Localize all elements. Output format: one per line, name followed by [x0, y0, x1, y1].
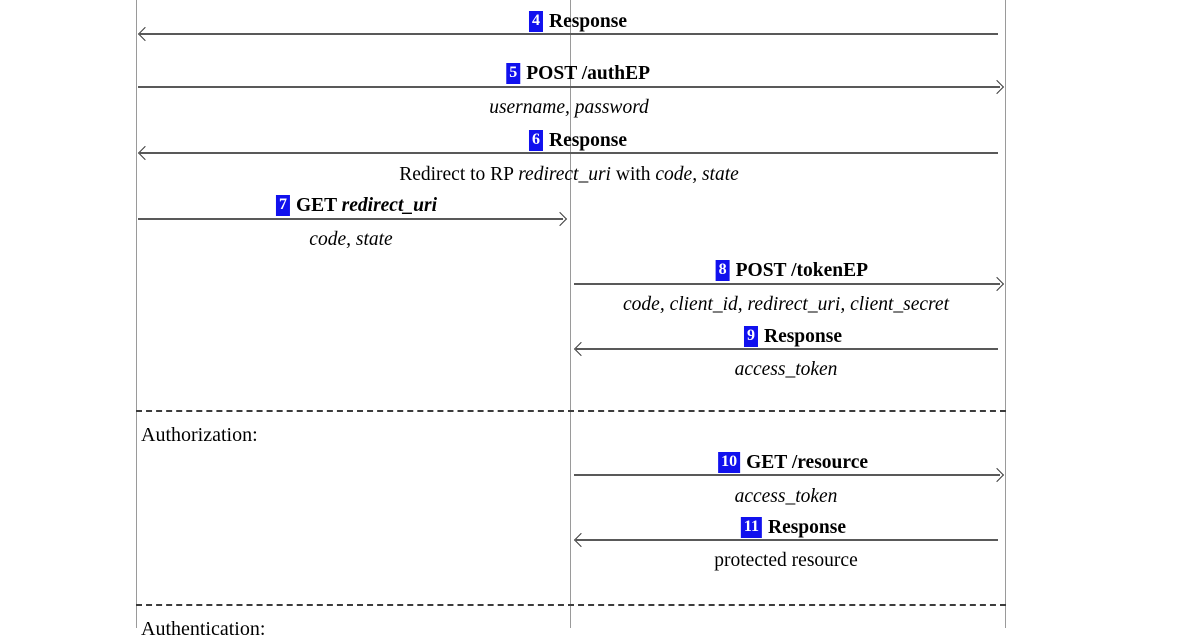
step-badge-7: 7 [275, 195, 290, 216]
step-badge-5: 5 [506, 63, 521, 84]
message-payload-10: access_token [734, 486, 838, 507]
message-payload-8: code, client_id, redirect_uri, client_se… [623, 294, 949, 315]
message-line-6 [140, 152, 998, 154]
step-badge-9: 9 [743, 326, 758, 347]
step-badge-11: 11 [740, 517, 762, 538]
message-payload-7: code, state [309, 229, 393, 250]
step-badge-4: 4 [528, 11, 543, 32]
section-title-1: Authentication: [141, 618, 266, 640]
right-lifeline [1005, 0, 1006, 628]
message-payload-6: Redirect to RP redirect_uri with code, s… [399, 165, 739, 185]
message-line-9 [576, 348, 998, 350]
text-run: Redirect to RP [399, 164, 519, 185]
arrowhead-7 [552, 211, 568, 226]
message-payload-9: access_token [734, 359, 838, 380]
text-run: redirect_uri [341, 195, 437, 216]
message-label-text-7: GET redirect_uri [296, 195, 437, 216]
message-label-text-8: POST /tokenEP [735, 260, 868, 281]
message-line-7 [138, 218, 563, 220]
text-run: redirect_uri [518, 164, 611, 185]
message-line-10 [574, 474, 1000, 476]
message-line-5 [138, 86, 1000, 88]
message-label-text-5: POST /authEP [526, 63, 650, 84]
message-label-text-10: GET /resource [746, 452, 868, 473]
arrowhead-4 [137, 26, 153, 41]
arrowhead-11 [573, 532, 589, 547]
step-badge-10: 10 [718, 452, 741, 473]
authorization-separator [136, 410, 1006, 412]
message-label-text-9: Response [763, 326, 842, 347]
message-label-text-4: Response [548, 11, 627, 32]
message-label-text-11: Response [767, 517, 846, 538]
left-lifeline [136, 0, 137, 628]
arrowhead-8 [989, 276, 1005, 291]
message-line-4 [140, 33, 998, 35]
text-run: with [610, 164, 656, 185]
arrowhead-5 [989, 79, 1005, 94]
message-line-11 [576, 539, 998, 541]
text-run: GET [295, 195, 342, 216]
arrowhead-10 [989, 467, 1005, 482]
message-payload-11: protected resource [714, 550, 858, 571]
step-badge-8: 8 [715, 260, 730, 281]
step-badge-6: 6 [528, 130, 543, 151]
middle-lifeline [570, 0, 571, 628]
message-line-8 [574, 283, 1000, 285]
arrowhead-9 [573, 341, 589, 356]
arrowhead-6 [137, 145, 153, 160]
text-run: code, state [655, 164, 739, 185]
section-title-0: Authorization: [141, 424, 258, 446]
message-label-text-6: Response [548, 130, 627, 151]
message-payload-5: username, password [489, 97, 649, 118]
authentication-separator [136, 604, 1006, 606]
